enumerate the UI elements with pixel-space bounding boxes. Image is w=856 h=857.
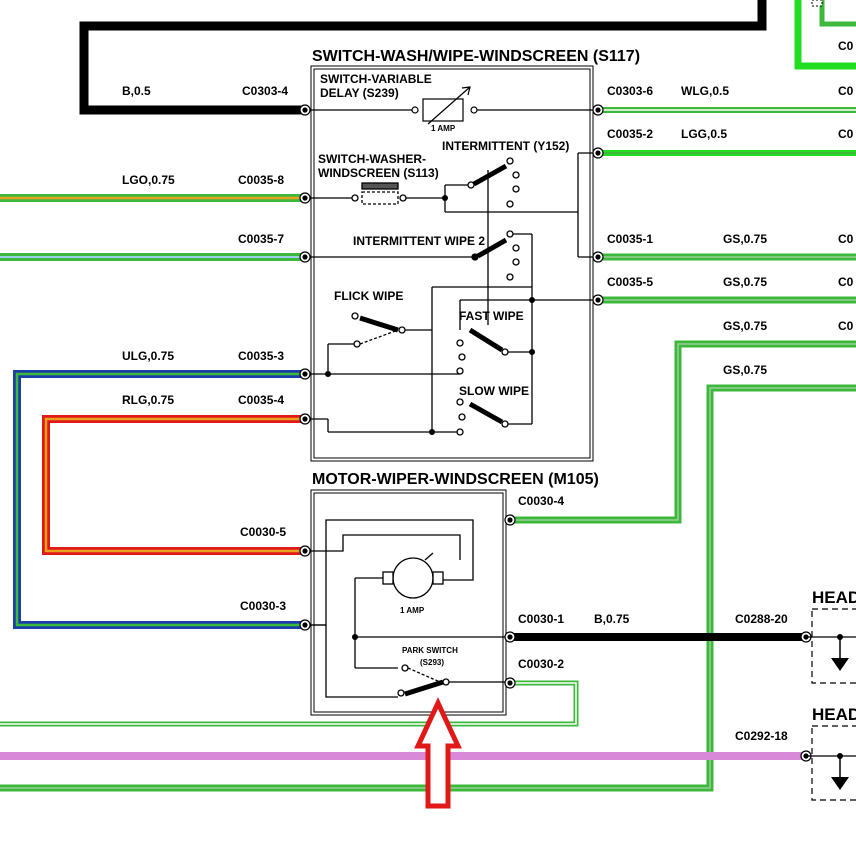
edge-label: C0 — [838, 39, 854, 53]
wire-label: GS,0.75 — [723, 275, 767, 289]
flick-wipe-label: FLICK WIPE — [334, 289, 403, 303]
motor-icon — [392, 557, 434, 599]
intermittent-label: INTERMITTENT (Y152) — [442, 139, 569, 153]
connector-label: C0030-1 — [518, 612, 564, 626]
wire-label: LGG,0.5 — [681, 127, 727, 141]
variable-resistor-icon — [303, 86, 600, 125]
wire-label: GS,0.75 — [723, 232, 767, 246]
variable-delay-label-2: DELAY (S239) — [320, 86, 399, 100]
motor-module: MOTOR-WIPER-WINDSCREEN (M105) 1 AMP PARK… — [303, 471, 599, 716]
connector-label: C0303-4 — [242, 84, 288, 98]
head-label: HEAD — [812, 705, 856, 724]
park-switch-label-1: PARK SWITCH — [402, 646, 458, 655]
connector-label: C0035-5 — [607, 275, 653, 289]
connector-label: C0288-20 — [735, 612, 788, 626]
edge-label: C0 — [838, 275, 854, 289]
connector-label: C0292-18 — [735, 729, 788, 743]
head-label: HEAD — [812, 588, 856, 607]
wire-label: GS,0.75 — [723, 363, 767, 377]
intermittent-wipe-label: INTERMITTENT WIPE 2 — [353, 234, 485, 248]
edge-label: C0 — [838, 232, 854, 246]
wire-label: WLG,0.5 — [681, 84, 729, 98]
variable-delay-label-1: SWITCH-VARIABLE — [320, 72, 432, 86]
connector-label: C0035-7 — [238, 232, 284, 246]
switch-module: SWITCH-WASH/WIPE-WINDSCREEN (S117) SWITC… — [303, 48, 640, 462]
left-labels: B,0.5 C0303-4 LGO,0.75 C0035-8 C0035-7 U… — [122, 84, 288, 613]
switch-module-title: SWITCH-WASH/WIPE-WINDSCREEN (S117) — [312, 48, 640, 65]
wire-label: RLG,0.75 — [122, 393, 174, 407]
motor-module-title: MOTOR-WIPER-WINDSCREEN (M105) — [312, 471, 599, 488]
terminals — [299, 104, 812, 762]
park-switch-label-2: (S293) — [420, 658, 444, 667]
connector-label: C0035-3 — [238, 349, 284, 363]
switch-junction-dots — [325, 195, 535, 435]
ground-arrow-icon — [831, 777, 849, 790]
wire-top-right-inner — [819, 0, 856, 27]
head-ground-1: HEAD — [806, 588, 856, 684]
wire-label: LGO,0.75 — [122, 173, 175, 187]
wires — [0, 0, 856, 792]
head-ground-2: HEAD — [806, 705, 856, 801]
washer-label-1: SWITCH-WASHER- — [318, 152, 426, 166]
connector-label: C0035-4 — [238, 393, 284, 407]
motor-fuse-label: 1 AMP — [400, 606, 425, 615]
connector-label: C0030-3 — [240, 599, 286, 613]
wire-c0030-2 — [0, 680, 579, 727]
connector-label: C0303-6 — [607, 84, 653, 98]
wire-label: ULG,0.75 — [122, 349, 174, 363]
connector-label: C0035-8 — [238, 173, 284, 187]
switch-internal-wiring — [303, 152, 600, 436]
motor-internal-wiring — [303, 519, 512, 698]
washer-label-2: WINDSCREEN (S113) — [318, 166, 439, 180]
fast-wipe-label: FAST WIPE — [459, 309, 524, 323]
right-labels: C0303-6 WLG,0.5 C0 C0035-2 LGG,0.5 C0 C0… — [518, 39, 854, 743]
variable-delay-fuse: 1 AMP — [431, 124, 456, 133]
edge-label: C0 — [838, 319, 854, 333]
ground-arrow-icon — [831, 658, 849, 671]
connector-label: C0035-2 — [607, 127, 653, 141]
connector-label: C0030-5 — [240, 525, 286, 539]
edge-label: C0 — [838, 84, 854, 98]
connector-label: C0030-4 — [518, 494, 564, 508]
wire-label: B,0.75 — [594, 612, 630, 626]
red-arrow-icon — [414, 697, 462, 809]
wire-label: GS,0.75 — [723, 319, 767, 333]
wire-ulg — [13, 370, 303, 629]
slow-wipe-label: SLOW WIPE — [459, 384, 529, 398]
wire-label: B,0.5 — [122, 84, 151, 98]
connector-label: C0030-2 — [518, 657, 564, 671]
edge-label: C0 — [838, 127, 854, 141]
wire-top-right-green — [794, 0, 856, 70]
connector-label: C0035-1 — [607, 232, 653, 246]
wire-b05 — [79, 0, 767, 115]
